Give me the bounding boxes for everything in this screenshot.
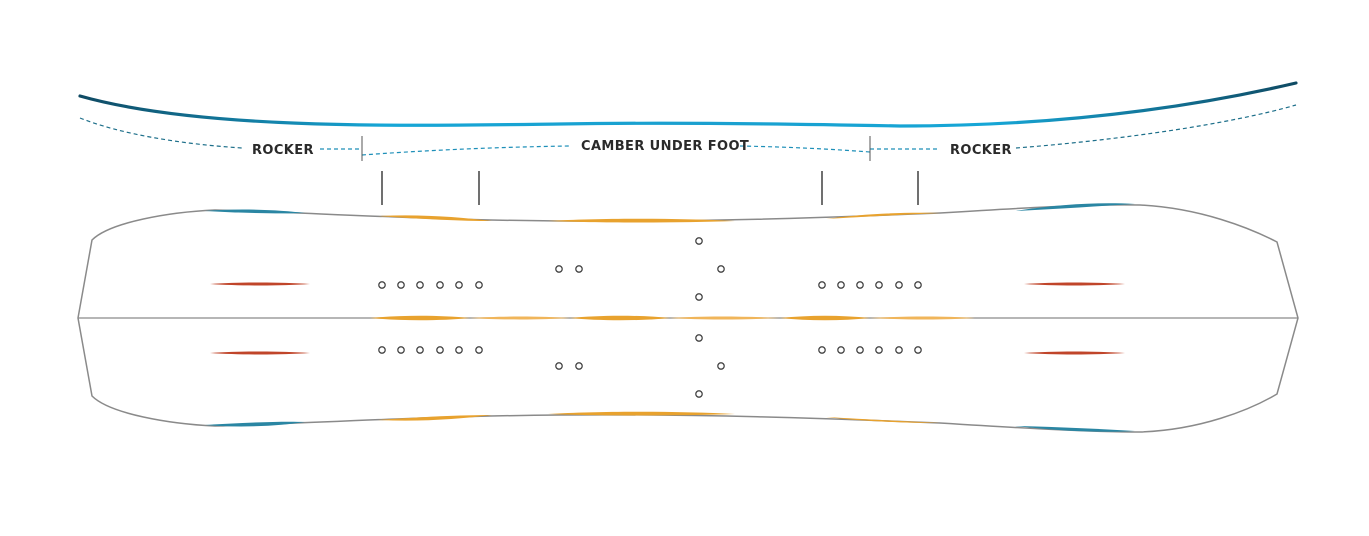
insert-hole (397, 281, 405, 289)
insert-hole (717, 265, 725, 273)
insert-hole (397, 346, 405, 354)
insert-hole (555, 265, 563, 273)
insert-hole (895, 346, 903, 354)
insert-hole (455, 281, 463, 289)
tip-rod-blue (1015, 203, 1135, 211)
insert-hole (378, 281, 386, 289)
insert-hole (475, 346, 483, 354)
edge-rod-red (1024, 351, 1125, 355)
insert-hole (416, 346, 424, 354)
tip-rod-blue (205, 209, 305, 214)
insert-hole (875, 281, 883, 289)
insert-hole (717, 362, 725, 370)
camber-dashed-right-b (739, 145, 871, 153)
core-rod-orange (378, 415, 492, 421)
rocker-dashed-left (79, 117, 243, 149)
core-rod-orange (826, 212, 940, 219)
core-rod-orange (370, 315, 470, 321)
rocker-dashed-right (1015, 104, 1297, 149)
profile-view: ROCKER CAMBER UNDER FOOT ROCKER (78, 81, 1298, 161)
insert-hole (695, 334, 703, 342)
insert-hole (695, 293, 703, 301)
core-rod-orange (470, 316, 570, 320)
insert-hole (575, 265, 583, 273)
insert-hole (436, 346, 444, 354)
edge-rod-red (210, 282, 310, 286)
camber-under-foot-label: CAMBER UNDER FOOT (581, 139, 749, 154)
insert-hole (555, 362, 563, 370)
right-rocker-label: ROCKER (950, 143, 1012, 158)
board-top-view (77, 203, 1299, 433)
insert-hole (895, 281, 903, 289)
insert-hole (378, 346, 386, 354)
insert-hole (818, 281, 826, 289)
insert-hole (818, 346, 826, 354)
insert-holes (378, 237, 922, 398)
insert-hole (837, 346, 845, 354)
insert-hole (695, 390, 703, 398)
edge-rod-red (210, 351, 310, 355)
tip-rod-blue (205, 421, 305, 427)
core-rod-orange (570, 315, 670, 321)
core-rod-orange (670, 316, 780, 320)
camber-dashed-left-b (361, 145, 571, 156)
insert-hole (856, 346, 864, 354)
insert-hole (416, 281, 424, 289)
profile-line (78, 81, 1298, 128)
insert-hole (875, 346, 883, 354)
core-rod-orange (548, 411, 735, 416)
core-rod-orange (780, 315, 870, 321)
insert-hole (575, 362, 583, 370)
core-rod-orange (378, 215, 492, 221)
insert-hole (436, 281, 444, 289)
insert-hole (914, 346, 922, 354)
stance-markers (381, 171, 919, 205)
insert-hole (837, 281, 845, 289)
insert-hole (455, 346, 463, 354)
core-rod-orange (870, 316, 975, 320)
left-rocker-label: ROCKER (252, 143, 314, 158)
insert-hole (856, 281, 864, 289)
core-rod-orange (548, 218, 735, 223)
tip-rod-blue (1015, 426, 1135, 432)
insert-hole (475, 281, 483, 289)
edge-rod-red (1024, 282, 1125, 286)
insert-hole (914, 281, 922, 289)
insert-hole (695, 237, 703, 245)
